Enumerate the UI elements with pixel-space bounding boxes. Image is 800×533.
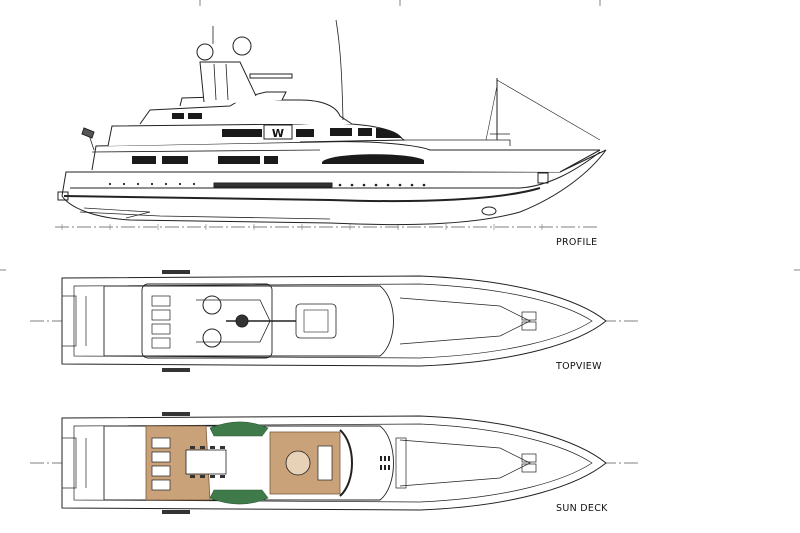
radar-arch-strut	[225, 63, 229, 101]
boot-stripe	[63, 187, 541, 203]
topview-radar-dome	[202, 328, 222, 348]
green-planter	[209, 421, 269, 437]
logo-mark: W	[272, 127, 284, 140]
topview-transom-steps	[61, 295, 87, 347]
forestay	[496, 79, 601, 141]
radar-scanner	[249, 73, 293, 79]
hull-keel	[79, 211, 331, 220]
hardtop	[179, 91, 287, 107]
bow-thruster	[481, 206, 497, 216]
main-mast-antenna	[335, 19, 344, 121]
sundeck-label: SUN DECK	[556, 503, 608, 514]
topview-side-fenders	[162, 270, 190, 372]
topview-skylight	[295, 303, 337, 339]
sundeck-windscreen	[339, 429, 353, 497]
sundeck-vents	[380, 456, 390, 470]
sundeck-view	[30, 412, 640, 514]
sundeck-transom-steps	[61, 437, 87, 489]
backstay	[485, 85, 498, 141]
upper-deck-superstructure	[139, 99, 353, 125]
satellite-dome	[232, 36, 252, 56]
main-deck-windows	[132, 154, 424, 164]
hull-portholes	[108, 182, 426, 187]
hull-sheer-line	[70, 151, 601, 189]
topview-label: TOPVIEW	[556, 361, 602, 372]
topview-superstructure	[103, 285, 394, 357]
topview-hull-outline	[61, 275, 607, 367]
jacuzzi	[285, 450, 311, 476]
swim-platform	[57, 191, 69, 201]
green-planter	[209, 489, 269, 505]
sundeck-side-fenders	[162, 412, 190, 514]
anchor-pocket	[537, 172, 549, 184]
topview-mast-base	[235, 314, 249, 328]
topview-radar-dome	[202, 295, 222, 315]
sundeck-foredeck-wedge	[399, 439, 531, 487]
topview-deck-edge	[73, 283, 593, 359]
logo-plate	[263, 124, 293, 140]
sundeck-bar	[317, 445, 333, 481]
sundeck-superstructure	[103, 425, 394, 501]
transom-step	[83, 207, 151, 219]
topview-windlass	[521, 311, 537, 331]
topview-loungers	[151, 295, 171, 349]
dining-table	[185, 449, 227, 475]
radar-arch	[199, 61, 257, 103]
bridge-deck-windows	[222, 128, 402, 138]
upper-deck-windows	[172, 113, 202, 119]
topview-skylight-inner	[303, 309, 329, 333]
top-view	[30, 270, 640, 372]
ensign-flag	[81, 127, 95, 139]
sheet-frame-ticks	[0, 0, 800, 271]
topview-foredeck-wedge	[399, 297, 531, 345]
profile-view: W	[55, 19, 607, 230]
sundeck-windlass	[521, 453, 537, 473]
sundeck-deck-edge	[73, 423, 593, 503]
radar-arch-strut	[213, 63, 217, 101]
sun-loungers	[151, 437, 171, 491]
dining-chairs	[190, 446, 225, 478]
hull-stripe-window	[213, 182, 333, 188]
sundeck-helm-station	[395, 437, 407, 489]
profile-view-label: PROFILE	[556, 237, 598, 248]
main-deck-rail	[91, 149, 321, 153]
hull	[61, 149, 607, 226]
foredeck-rail	[404, 139, 511, 146]
satellite-dome	[196, 43, 214, 61]
